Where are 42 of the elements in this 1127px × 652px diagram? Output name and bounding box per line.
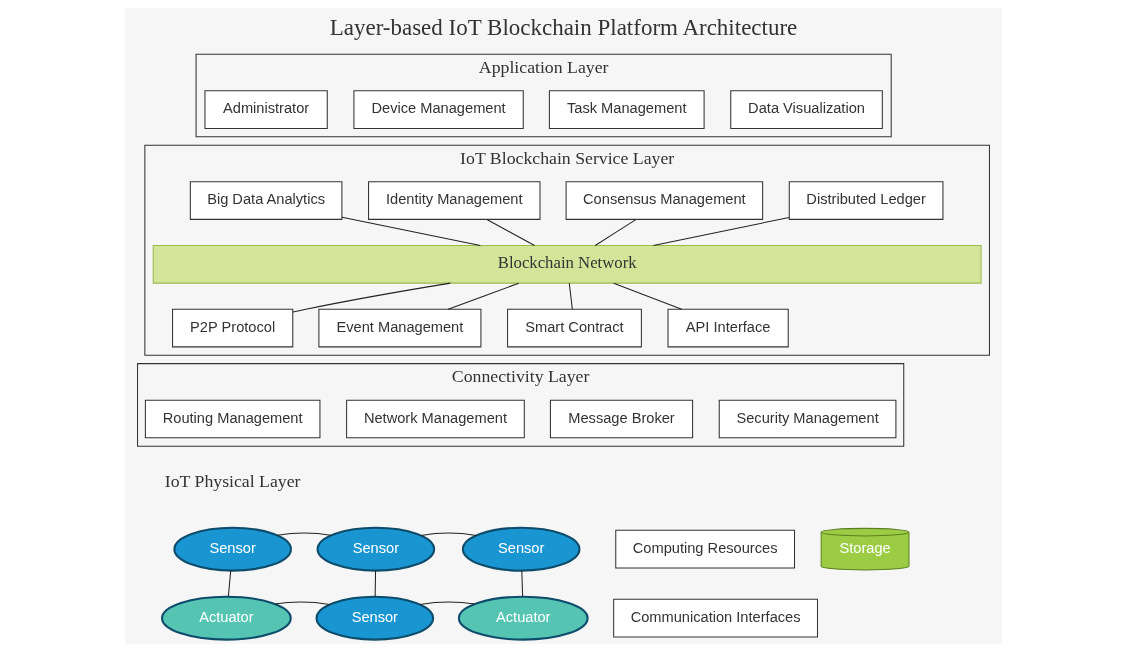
connector	[652, 216, 790, 246]
connector	[420, 532, 477, 536]
connector	[568, 282, 573, 310]
connector	[594, 218, 637, 246]
connector	[227, 570, 232, 597]
node-ellipse: Actuator	[161, 595, 292, 641]
connector	[374, 570, 377, 597]
node-box: Distributed Ledger	[788, 181, 944, 220]
node-box: Security Management	[718, 399, 897, 439]
node-box: Computing Resources	[615, 529, 796, 569]
node-ellipse: Sensor	[315, 595, 435, 641]
diagram-title: Layer-based IoT Blockchain Platform Architecture	[329, 14, 798, 40]
node-box: Communication Interfaces	[613, 598, 819, 638]
node-box: Data Visualization	[730, 90, 883, 129]
connector	[447, 282, 520, 310]
node-box: Identity Management	[368, 181, 541, 220]
label: IoT Physical Layer	[164, 471, 301, 492]
node-ellipse: Actuator	[457, 595, 589, 641]
connector	[486, 218, 536, 246]
node-box: Network Management	[346, 399, 525, 439]
connector	[274, 601, 331, 606]
node-box: Task Management	[548, 90, 705, 129]
node-box: Smart Contract	[507, 308, 642, 348]
node-box: Big Data Analytics	[189, 181, 343, 220]
node-box: Event Management	[318, 308, 482, 348]
node-box: Administrator	[204, 90, 328, 129]
node-box: Consensus Management	[565, 181, 764, 220]
connector	[341, 216, 481, 246]
connector	[292, 282, 451, 313]
connector	[613, 282, 683, 310]
node-box: Blockchain Network	[152, 244, 982, 284]
node-ellipse: Sensor	[316, 526, 436, 572]
node-box: Routing Management	[144, 399, 321, 439]
node-box: API Interface	[667, 308, 789, 348]
node-box: P2P Protocol	[172, 308, 294, 348]
connector	[276, 532, 332, 536]
node-ellipse: Sensor	[461, 526, 581, 572]
node-ellipse: Sensor	[173, 526, 292, 572]
node-box: Device Management	[353, 90, 524, 129]
connector	[521, 570, 524, 597]
connector	[419, 601, 476, 606]
node-box: Message Broker	[549, 399, 694, 439]
